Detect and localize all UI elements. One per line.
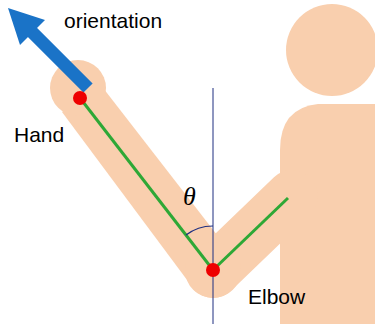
- angle-symbol: θ: [183, 184, 196, 210]
- hand-shape: [50, 60, 106, 116]
- joint-label: Elbow: [248, 286, 305, 307]
- angle-arc: [186, 226, 213, 235]
- orientation-arrow-shaft: [30, 30, 88, 88]
- vertical-reference-line: [213, 88, 214, 324]
- hand-joint-dot: [73, 91, 87, 105]
- head-shape: [286, 4, 375, 96]
- direction-label: orientation: [64, 10, 162, 31]
- forearm-line: [80, 98, 213, 270]
- upper-arm-line: [213, 198, 288, 270]
- joint-label: Hand: [14, 124, 64, 145]
- elbow-joint-dot: [206, 263, 220, 277]
- orientation-arrow-head: [8, 8, 45, 45]
- upper-arm-shape: [213, 196, 292, 272]
